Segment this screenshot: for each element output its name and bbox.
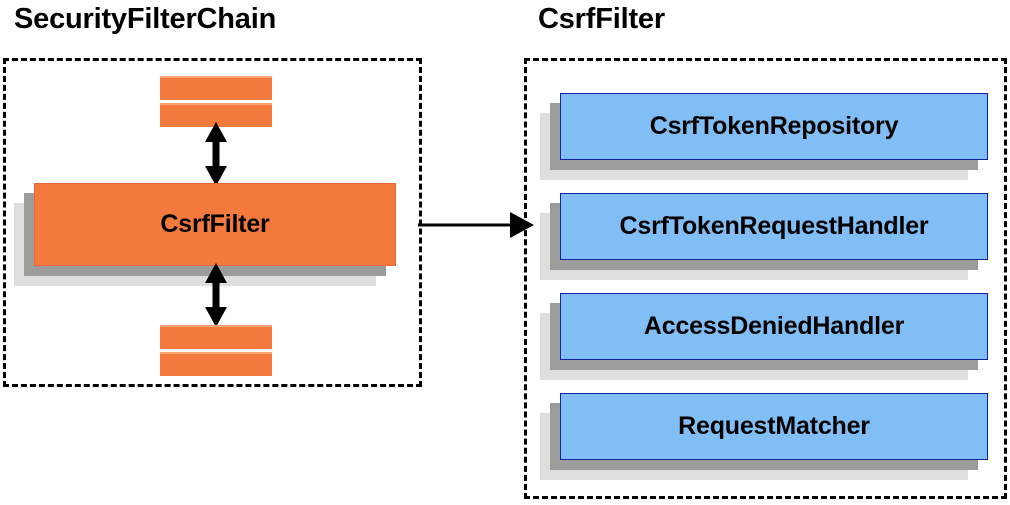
node-label: RequestMatcher: [678, 412, 870, 440]
left-panel-title: SecurityFilterChain: [14, 3, 277, 35]
node-face: CsrfTokenRequestHandler: [560, 193, 988, 260]
filter-stub-below-2: [160, 352, 272, 376]
association-arrow: [418, 212, 534, 238]
node-face: RequestMatcher: [560, 393, 988, 460]
node-face: CsrfFilter: [34, 183, 396, 266]
security-filter-chain-panel: [3, 58, 422, 387]
double-headed-vertical-arrow-below: [205, 263, 227, 327]
node-label: CsrfTokenRepository: [649, 112, 899, 140]
node-requestmatcher: RequestMatcher: [540, 393, 988, 480]
node-csrftokenrepository: CsrfTokenRepository: [540, 93, 988, 180]
node-label: CsrfFilter: [160, 210, 270, 238]
filter-stub-below-1: [160, 325, 272, 349]
node-face: AccessDeniedHandler: [560, 293, 988, 360]
node-face: CsrfTokenRepository: [560, 93, 988, 160]
node-csrftokenrequesthandler: CsrfTokenRequestHandler: [540, 193, 988, 280]
double-headed-vertical-arrow-above: [205, 122, 227, 186]
node-csrffilter: CsrfFilter: [14, 183, 396, 286]
filter-stub-above-1: [160, 76, 272, 100]
csrffilter-detail-panel: [524, 58, 1007, 499]
node-accessdeniedhandler: AccessDeniedHandler: [540, 293, 988, 380]
right-panel-title: CsrfFilter: [538, 3, 665, 35]
node-label: CsrfTokenRequestHandler: [619, 212, 929, 240]
node-label: AccessDeniedHandler: [643, 312, 905, 340]
